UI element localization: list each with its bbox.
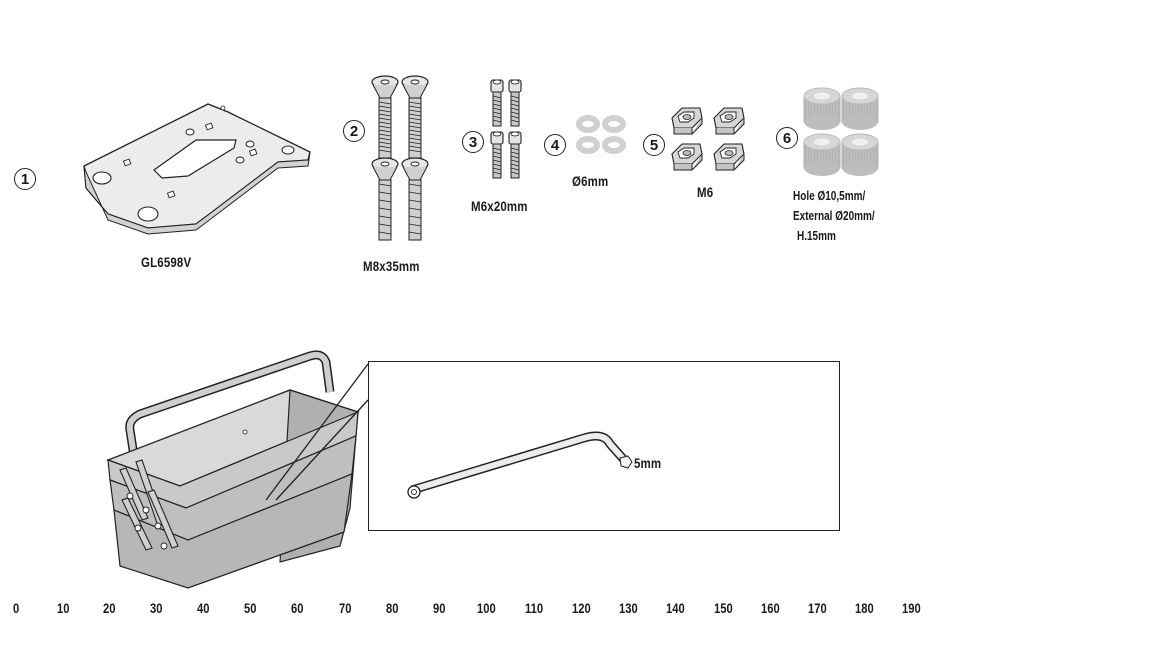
part-label-5: M6: [697, 184, 714, 200]
part-label-6-line-2: External Ø20mm/: [793, 209, 875, 223]
bolt-m6-illustration: [490, 79, 522, 179]
ruler-tick: 110: [525, 600, 544, 614]
hex-key-icon: [407, 431, 633, 499]
ruler-tick: 160: [761, 600, 780, 614]
ruler-tick: 140: [666, 600, 685, 614]
tool-label: 5mm: [634, 455, 662, 471]
ruler-tick: 90: [433, 600, 446, 614]
ruler-tick: 20: [103, 600, 116, 614]
bolt-m8-illustration: [371, 75, 429, 241]
part-label-6-line-1: Hole Ø10,5mm/: [793, 189, 866, 203]
spacer-illustration: [803, 87, 879, 177]
part-label-4: Ø6mm: [572, 173, 609, 189]
ruler-tick: 190: [902, 600, 921, 614]
part-number-5: 5: [643, 134, 665, 156]
ruler-tick: 50: [244, 600, 257, 614]
part-number-3: 3: [462, 131, 484, 153]
part-number-6: 6: [776, 127, 798, 149]
ruler-tick: 70: [339, 600, 352, 614]
ruler-tick: 180: [855, 600, 874, 614]
ruler-tick: 30: [150, 600, 163, 614]
washer-illustration: [576, 115, 626, 154]
ruler-tick: 80: [386, 600, 399, 614]
part-number-4: 4: [544, 134, 566, 156]
ruler-tick: 130: [619, 600, 638, 614]
tool-callout-box: [368, 361, 840, 531]
callout-line: [265, 363, 369, 501]
cage-nut-illustration: [671, 107, 745, 171]
part-label-2: M8x35mm: [363, 258, 420, 274]
part-label-1: GL6598V: [141, 254, 192, 270]
part-label-3: M6x20mm: [471, 198, 528, 214]
ruler-tick: 40: [197, 600, 210, 614]
part-number-2: 2: [343, 120, 365, 142]
part-label-6-line-3: H.15mm: [797, 229, 836, 243]
ruler-tick: 100: [477, 600, 496, 614]
part-number-1: 1: [14, 168, 36, 190]
ruler-tick: 0: [13, 600, 20, 614]
mounting-plate-illustration: [83, 103, 311, 235]
measurement-ruler: 0 10 20 30 40 50 60 70 80 90 100 110 120…: [0, 600, 1152, 614]
ruler-tick: 170: [808, 600, 827, 614]
ruler-tick: 60: [291, 600, 304, 614]
ruler-tick: 120: [572, 600, 591, 614]
ruler-tick: 150: [714, 600, 733, 614]
ruler-tick: 10: [57, 600, 70, 614]
